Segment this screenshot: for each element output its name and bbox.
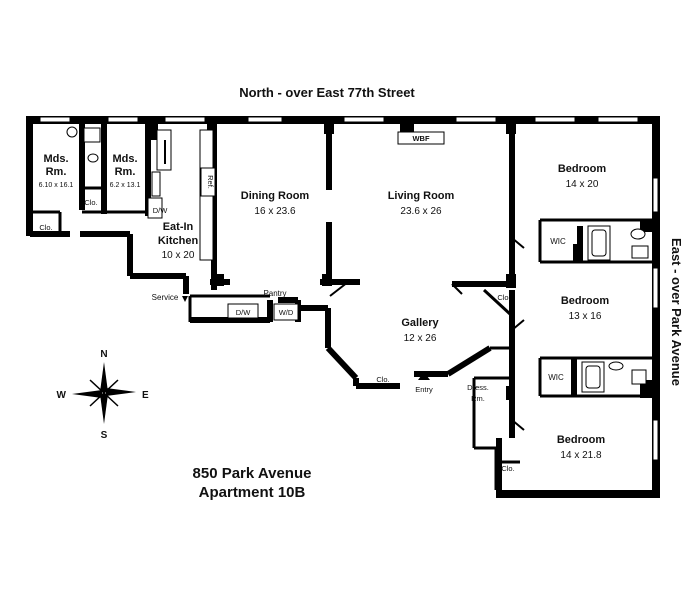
mds-room-2-name: Mds.: [112, 153, 137, 165]
mds-room-1-name-2: Rm.: [46, 166, 67, 178]
entry-closet-label: Clo.: [376, 375, 389, 384]
fireplace: [397, 131, 445, 145]
kitchen-name-2: Kitchen: [158, 235, 199, 247]
kitchen-dims: 10 x 20: [162, 250, 195, 261]
service-arrow-icon: [182, 296, 188, 302]
kitchen-dw-label: D/W: [153, 206, 169, 215]
mds-room-2-dims: 6.2 x 13.1: [110, 182, 141, 189]
sw-closet-label: Clo.: [39, 223, 52, 232]
gallery-dims: 12 x 26: [404, 333, 437, 344]
compass-e: E: [142, 390, 149, 401]
mds-closet-label: Clo.: [84, 198, 97, 207]
wic-2-label: WIC: [548, 373, 564, 382]
bedroom-2-name: Bedroom: [561, 295, 610, 307]
kitchen-name-1: Eat-In: [163, 221, 194, 233]
dining-room-name: Dining Room: [241, 190, 310, 202]
washer-dryer: [273, 303, 299, 321]
pantry-label: Pantry: [263, 289, 286, 298]
wic-1-label: WIC: [550, 237, 566, 246]
east-orientation-label: East - over Park Avenue: [669, 238, 684, 386]
east-windows: [652, 177, 659, 461]
bedroom-3-dims: 14 x 21.8: [560, 450, 602, 461]
living-room-dims: 23.6 x 26: [400, 206, 442, 217]
interior-walls: [30, 124, 652, 490]
ref-label: Ref.: [206, 175, 215, 189]
living-room-name: Living Room: [388, 190, 455, 202]
compass-w: W: [57, 390, 67, 401]
address-title: 850 Park Avenue: [193, 465, 312, 482]
north-orientation-label: North - over East 77th Street: [239, 85, 415, 100]
bedroom-3-name: Bedroom: [557, 434, 606, 446]
gallery-closet-label: Clo.: [497, 293, 510, 302]
door-swings: [329, 237, 525, 431]
north-windows: [39, 116, 639, 123]
kitchen-fixtures: [147, 129, 216, 261]
dining-room-dims: 16 x 23.6: [254, 206, 296, 217]
dressing-room-name-1: Dress.: [467, 383, 489, 392]
compass-rose-icon: N E S W: [57, 349, 149, 441]
bedroom-2-dims: 13 x 16: [569, 311, 602, 322]
bath-fixtures: [66, 126, 649, 393]
wd-label: W/D: [279, 308, 294, 317]
mds-room-1-dims: 6.10 x 16.1: [39, 182, 74, 189]
bedroom-1-name: Bedroom: [558, 163, 607, 175]
bedroom-3-closet-label: Clo.: [501, 464, 514, 473]
compass-s: S: [101, 430, 108, 441]
gallery-name: Gallery: [401, 317, 439, 329]
wbf-label: WBF: [412, 134, 429, 143]
unit-title: Apartment 10B: [199, 484, 306, 501]
pillars: [151, 124, 652, 474]
pantry-dw-label: D/W: [236, 308, 252, 317]
bedroom-1-dims: 14 x 20: [566, 179, 599, 190]
pantry-dishwasher: [227, 303, 259, 319]
compass-n: N: [100, 349, 107, 360]
entry-arrow-icon: [418, 372, 430, 380]
service-label: Service: [152, 293, 179, 302]
mds-room-2-name-2: Rm.: [115, 166, 136, 178]
mds-room-1-name: Mds.: [43, 153, 68, 165]
dressing-room-name-2: Rm.: [471, 394, 485, 403]
entry-label: Entry: [415, 385, 433, 394]
